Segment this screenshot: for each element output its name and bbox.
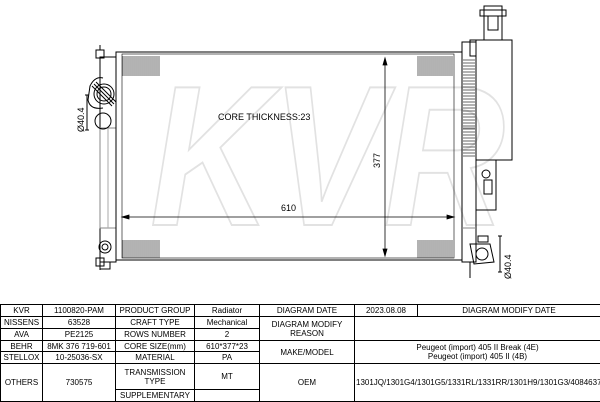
value-craft-type: Mechanical — [194, 316, 260, 329]
brand-ava: AVA — [0, 328, 43, 341]
left-pipe-dim: Ø40.4 — [76, 107, 86, 132]
label-diagram-date: DIAGRAM DATE — [259, 304, 355, 317]
table-row: NISSENS 63528 CRAFT TYPE Mechanical DIAG… — [0, 316, 600, 341]
value-diagram-date: 2023.08.08 — [354, 304, 418, 317]
part-number-others: 730575 — [42, 363, 116, 402]
part-number-ava: PE2125 — [42, 328, 116, 341]
value-rows-number: 2 — [194, 328, 260, 341]
label-rows-number: ROWS NUMBER — [115, 328, 195, 341]
label-diagram-modify-date: DIAGRAM MODIFY DATE — [417, 304, 600, 317]
width-dim-label: 610 — [281, 203, 296, 213]
value-oem: 1301JQ/1301G4/1301G5/1331RL/1331RR/1301H… — [354, 363, 600, 402]
width-dimension — [120, 214, 456, 220]
right-tank-hatch — [463, 59, 475, 157]
value-product-group: Radiator — [194, 304, 260, 317]
value-make-model: Peugeot (import) 405 II Break (4E) Peuge… — [354, 340, 600, 364]
value-material: PA — [194, 351, 260, 364]
label-product-group: PRODUCT GROUP — [115, 304, 195, 317]
label-material: MATERIAL — [115, 351, 195, 364]
part-number-behr: 8MK 376 719-601 — [42, 340, 116, 352]
right-tank — [461, 5, 513, 263]
table-row: KVR 1100820-PAM PRODUCT GROUP Radiator D… — [0, 304, 600, 317]
part-number-stellox: 10-25036-SX — [42, 351, 116, 364]
value-core-size: 610*377*23 — [194, 340, 260, 352]
right-pipe-dim: Ø40.4 — [503, 254, 513, 279]
brand-behr: BEHR — [0, 340, 43, 352]
height-dimension — [382, 56, 388, 258]
label-make-model: MAKE/MODEL — [259, 340, 355, 364]
value-diagram-modify-reason — [354, 316, 600, 341]
watermark: KVR — [150, 45, 505, 268]
left-pipe — [85, 77, 117, 131]
left-bottom-fitting — [98, 240, 112, 270]
value-transmission-type: MT — [194, 363, 260, 390]
core-thickness-label: CORE THICKNESS:23 — [218, 112, 310, 122]
height-dim-label: 377 — [372, 153, 382, 168]
table-row: SUPPLEMENTARY — [1, 389, 600, 402]
brand-kvr: KVR — [0, 304, 43, 317]
make-model-line-2: Peugeot (import) 405 II (4B) — [427, 352, 528, 361]
spec-table: KVR 1100820-PAM PRODUCT GROUP Radiator D… — [0, 304, 600, 402]
label-core-size: CORE SIZE(mm) — [115, 340, 195, 352]
label-oem: OEM — [259, 363, 355, 402]
label-diagram-modify-reason: DIAGRAM MODIFY REASON — [259, 316, 355, 341]
brand-stellox: STELLOX — [0, 351, 43, 364]
left-tank — [95, 45, 117, 270]
table-row: BEHR 8MK 376 719-601 CORE SIZE(mm) 610*3… — [0, 340, 600, 364]
brand-nissens: NISSENS — [0, 316, 43, 329]
table-row: OTHERS 730575 TRANSMISSION TYPE MT OEM 1… — [0, 363, 600, 402]
value-supplementary — [194, 389, 260, 402]
right-pipe — [469, 235, 502, 278]
radiator-drawing: KVR Ø40.4 CORE THICKNE — [76, 5, 513, 279]
label-supplementary: SUPPLEMENTARY — [115, 389, 195, 402]
label-craft-type: CRAFT TYPE — [115, 316, 195, 329]
part-number-nissens: 63528 — [42, 316, 116, 329]
make-model-line-1: Peugeot (import) 405 II Break (4E) — [416, 343, 539, 352]
part-number-kvr: 1100820-PAM — [42, 304, 116, 317]
label-transmission-type: TRANSMISSION TYPE — [115, 363, 195, 390]
brand-others: OTHERS — [0, 363, 43, 402]
